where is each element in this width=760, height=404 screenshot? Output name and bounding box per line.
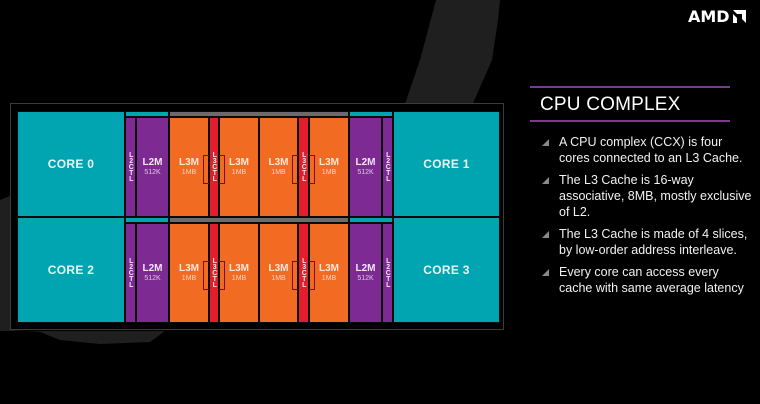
memory-size: 1MB [321,275,337,282]
amd-arrow-icon [732,9,746,23]
memory-label: L2M [142,263,163,274]
bullet-text: Every core can access every cache with s… [559,265,744,295]
memory-size: 1MB [231,275,247,282]
memory-size: 1MB [181,169,197,176]
vertical-label: L3CTL [211,152,219,182]
memory-label: L3M [268,157,289,168]
l2-controller: L2CTL [125,117,136,217]
memory-size: 1MB [181,275,197,282]
memory-label: L3M [319,157,339,168]
core-block: CORE 0 [17,111,125,217]
memory-size: 512K [357,275,374,282]
panel-title: CPU COMPLEX [540,94,681,115]
divider-bottom [530,120,730,122]
l3-controller: L3CTL [209,117,219,217]
vertical-label: L2CTL [384,152,392,182]
vertical-label: L2CTL [127,258,135,288]
bullet-item: The L3 Cache is 16-way associative, 8MB,… [530,172,755,220]
memory-label: L2M [355,263,376,274]
memory-label: L2M [355,157,376,168]
bullet-text: The L3 Cache is made of 4 slices, by low… [559,227,748,257]
info-panel: CPU COMPLEX [530,86,730,122]
memory-label: L3M [319,263,339,274]
bullet-list: A CPU complex (CCX) is four cores connec… [530,134,755,302]
vertical-label: L2CTL [127,152,135,182]
memory-label: L3M [268,263,289,274]
l2-interconnect-strip [125,217,169,223]
memory-size: 512K [144,169,161,176]
bullet-text: The L3 Cache is 16-way associative, 8MB,… [559,173,752,219]
memory-label: L3M [229,263,249,274]
l3-controller: L3CTL [209,223,219,323]
triangle-bullet-icon [542,269,549,276]
triangle-bullet-icon [542,139,549,146]
core-block: CORE 1 [393,111,500,217]
bullet-item: A CPU complex (CCX) is four cores connec… [530,134,755,166]
core-label: CORE 1 [423,157,470,171]
triangle-bullet-icon [542,231,549,238]
core-label: CORE 3 [423,263,470,277]
l2-controller: L2CTL [382,117,393,217]
bullet-item: Every core can access every cache with s… [530,264,755,296]
memory-size: 512K [357,169,374,176]
memory-size: 1MB [271,169,286,176]
memory-size: 512K [144,275,161,282]
l3-interconnect-strip [169,217,349,223]
l3-controller: L3CTL [298,223,309,323]
l2-interconnect-strip [349,217,393,223]
l3-interconnect-strip [169,111,349,117]
l2-controller: L2CTL [382,223,393,323]
divider-top [530,86,730,88]
logo-text: AMD [688,6,730,26]
core-label: CORE 0 [47,157,95,171]
memory-label: L2M [142,157,163,168]
l2-controller: L2CTL [125,223,136,323]
memory-label: L3M [229,157,249,168]
memory-size: 1MB [271,275,286,282]
memory-size: 1MB [321,169,337,176]
core-block: CORE 3 [393,217,500,323]
bullet-text: A CPU complex (CCX) is four cores connec… [559,135,743,165]
memory-size: 1MB [231,169,247,176]
amd-logo: AMD [688,6,747,26]
core-block: CORE 2 [17,217,125,323]
triangle-bullet-icon [542,177,549,184]
l3-controller: L3CTL [298,117,309,217]
core-label: CORE 2 [47,263,95,277]
vertical-label: L3CTL [300,258,308,288]
vertical-label: L2CTL [384,258,392,288]
vertical-label: L3CTL [211,258,219,288]
memory-label: L3M [179,263,199,274]
vertical-label: L3CTL [300,152,308,182]
l2-interconnect-strip [349,111,393,117]
l2-interconnect-strip [125,111,169,117]
memory-label: L3M [179,157,199,168]
bullet-item: The L3 Cache is made of 4 slices, by low… [530,226,755,258]
